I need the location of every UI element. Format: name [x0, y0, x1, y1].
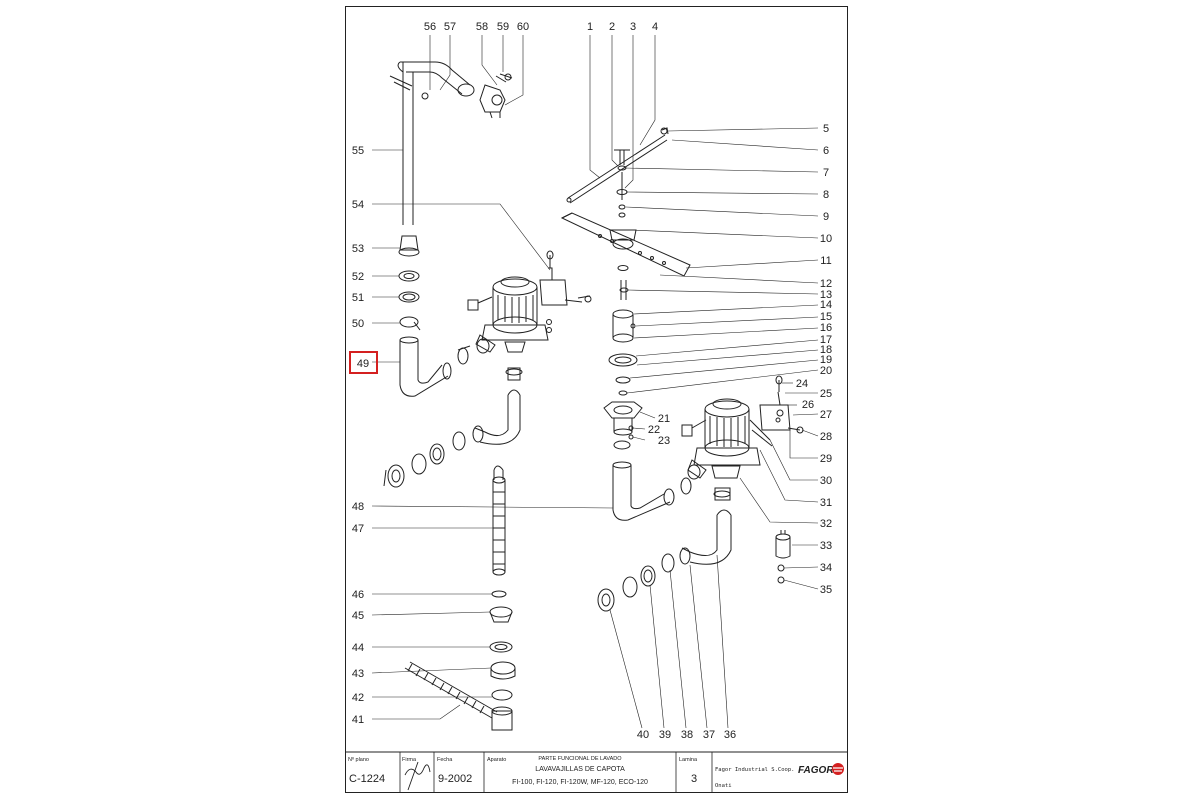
lamina-value: 3 [691, 773, 697, 785]
callout-28: 28 [820, 431, 832, 443]
company-town: Onati [715, 783, 732, 789]
brand-wordmark: FAGOR [798, 765, 834, 776]
callout-45: 45 [352, 610, 364, 622]
callout-16: 16 [820, 322, 832, 334]
callout-2: 2 [609, 21, 615, 33]
callout-43: 43 [352, 668, 364, 680]
callout-27: 27 [820, 409, 832, 421]
callout-49: 49 [357, 358, 369, 370]
callout-1: 1 [587, 21, 593, 33]
callout-20: 20 [820, 365, 832, 377]
callout-36: 36 [724, 729, 736, 741]
callout-21: 21 [658, 413, 670, 425]
lamina-label: Lamina [679, 757, 698, 763]
callout-17: 17 [820, 334, 832, 346]
callout-11: 11 [820, 255, 831, 267]
callout-8: 8 [823, 189, 829, 201]
callout-40: 40 [637, 729, 649, 741]
callout-19: 19 [820, 354, 832, 366]
callout-22: 22 [648, 424, 660, 436]
callout-58: 58 [476, 21, 488, 33]
callout-55: 55 [352, 145, 364, 157]
callout-4: 4 [652, 21, 658, 33]
callout-41: 41 [352, 714, 364, 726]
fagor-logo-icon [832, 763, 844, 775]
drawing-frame [345, 6, 848, 793]
title-line-3: FI-100, FI-120, FI-120W, MF-120, ECO-120 [512, 779, 648, 786]
callout-59: 59 [497, 21, 509, 33]
fecha-label: Fecha [437, 757, 453, 763]
callout-57: 57 [444, 21, 456, 33]
signature-mark [404, 761, 431, 791]
title-block: Nº plano C-1224 Firma Fecha 9-2002 Apara… [345, 751, 848, 793]
highlight-box-49 [349, 351, 378, 374]
callout-15: 15 [820, 311, 832, 323]
callout-9: 9 [823, 211, 829, 223]
company-name: Fagor Industrial S.Coop. [715, 767, 794, 773]
callout-5: 5 [823, 123, 829, 135]
callout-33: 33 [820, 540, 832, 552]
callout-42: 42 [352, 692, 364, 704]
callout-34: 34 [820, 562, 832, 574]
callout-37: 37 [703, 729, 715, 741]
fecha-value: 9-2002 [438, 773, 472, 785]
callout-44: 44 [352, 642, 364, 654]
title-line-1: PARTE FUNCIONAL DE LAVADO [538, 756, 622, 762]
callout-48: 48 [352, 501, 364, 513]
callout-3: 3 [630, 21, 636, 33]
callout-12: 12 [820, 278, 832, 290]
callout-30: 30 [820, 475, 832, 487]
plano-label: Nº plano [348, 756, 369, 763]
title-line-2: LAVAVAJILLAS DE CAPOTA [535, 766, 625, 773]
callout-54: 54 [352, 199, 364, 211]
callout-52: 52 [352, 271, 364, 283]
firma-label: Firma [402, 757, 417, 763]
plano-value: C-1224 [349, 773, 385, 785]
callout-53: 53 [352, 243, 364, 255]
parts-artwork [383, 61, 804, 731]
aparato-label: Aparato [487, 757, 506, 763]
callout-31: 31 [820, 497, 832, 509]
callout-6: 6 [823, 145, 829, 157]
callout-60: 60 [517, 21, 529, 33]
callout-46: 46 [352, 589, 364, 601]
callout-56: 56 [424, 21, 436, 33]
callout-47: 47 [352, 523, 364, 535]
callout-24: 24 [796, 378, 808, 390]
callout-25: 25 [820, 388, 832, 400]
callout-10: 10 [820, 233, 832, 245]
callout-7: 7 [823, 167, 829, 179]
callout-35: 35 [820, 584, 832, 596]
callout-39: 39 [659, 729, 671, 741]
callout-51: 51 [352, 292, 364, 304]
callout-23: 23 [658, 435, 670, 447]
callout-50: 50 [352, 318, 364, 330]
callout-29: 29 [820, 453, 832, 465]
callout-18: 18 [820, 344, 832, 356]
callout-38: 38 [681, 729, 693, 741]
leader-lines [371, 35, 819, 729]
callout-14: 14 [820, 299, 832, 311]
callout-26: 26 [802, 399, 814, 411]
callout-32: 32 [820, 518, 832, 530]
callout-13: 13 [820, 289, 832, 301]
